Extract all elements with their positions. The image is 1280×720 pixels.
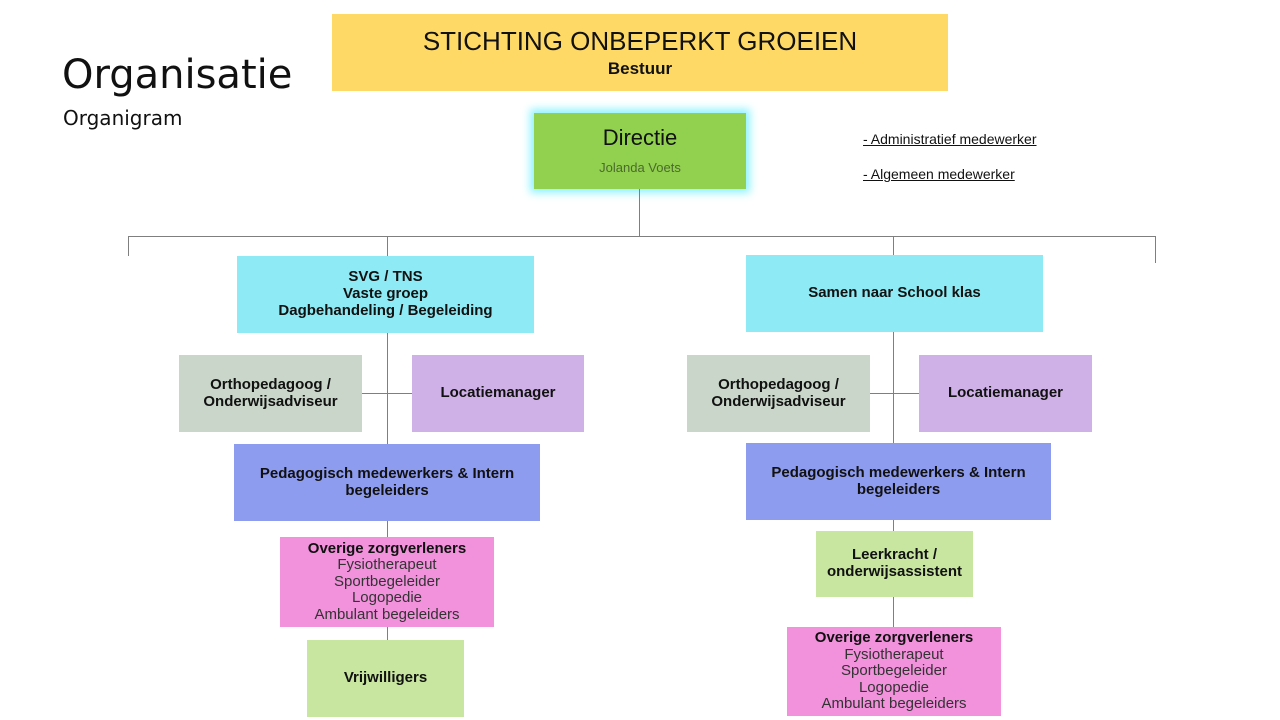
left-locatie-label: Locatiemanager	[440, 384, 556, 402]
left-overige-item: Fysiotherapeut	[337, 556, 437, 574]
connector-left-cross	[362, 393, 412, 394]
right-overige-item: Fysiotherapeut	[844, 645, 944, 663]
left-ortho-box: Orthopedagoog / Onderwijsadviseur	[179, 355, 362, 432]
left-overige-box: Overige zorgverleners Fysiotherapeut Spo…	[280, 537, 494, 627]
connector-directie-down	[639, 189, 640, 236]
right-leerkracht-box: Leerkracht / onderwijsassistent	[816, 531, 973, 597]
right-locatie-box: Locatiemanager	[919, 355, 1092, 432]
right-overige-item: Ambulant begeleiders	[821, 695, 967, 713]
left-unit-line-2: Vaste groep	[342, 285, 429, 303]
directie-box: Directie Jolanda Voets	[534, 113, 746, 189]
staff-item-algemeen: - Algemeen medewerker	[863, 166, 1015, 182]
connector-right-trunk	[893, 236, 894, 628]
directie-person: Jolanda Voets	[599, 160, 681, 176]
board-box: STICHTING ONBEPERKT GROEIEN Bestuur	[332, 14, 948, 91]
connector-right-cross	[870, 393, 919, 394]
right-unit-box: Samen naar School klas	[746, 255, 1043, 332]
right-pedagogisch-box: Pedagogisch medewerkers & Intern begelei…	[746, 443, 1051, 520]
board-name: STICHTING ONBEPERKT GROEIEN	[422, 26, 858, 57]
left-overige-title: Overige zorgverleners	[307, 539, 467, 557]
connector-horizontal-main	[128, 236, 1156, 237]
right-ortho-label: Orthopedagoog / Onderwijsadviseur	[711, 375, 846, 410]
page-title: Organisatie	[62, 52, 293, 98]
right-overige-item: Logopedie	[858, 678, 930, 696]
connector-left-trunk	[387, 236, 388, 640]
left-vrijwilligers-box: Vrijwilligers	[307, 640, 464, 717]
left-unit-line-1: SVG / TNS	[348, 268, 423, 286]
staff-item-administratief: - Administratief medewerker	[863, 131, 1037, 147]
left-pedagogisch-box: Pedagogisch medewerkers & Intern begelei…	[234, 444, 540, 521]
left-ortho-label: Orthopedagoog / Onderwijsadviseur	[203, 375, 338, 410]
left-overige-item: Logopedie	[351, 589, 423, 607]
board-label: Bestuur	[607, 58, 673, 78]
page-subtitle: Organigram	[63, 106, 183, 130]
directie-title: Directie	[602, 125, 678, 151]
right-unit-label: Samen naar School klas	[808, 284, 981, 302]
right-overige-box: Overige zorgverleners Fysiotherapeut Spo…	[787, 627, 1001, 716]
connector-left-end	[128, 236, 129, 256]
left-unit-line-3: Dagbehandeling / Begeleiding	[278, 301, 493, 319]
right-locatie-label: Locatiemanager	[947, 384, 1064, 402]
left-vrijwilligers-label: Vrijwilligers	[343, 669, 428, 687]
right-leerkracht-label: Leerkracht / onderwijsassistent	[826, 546, 963, 580]
right-overige-title: Overige zorgverleners	[814, 629, 974, 647]
right-ortho-box: Orthopedagoog / Onderwijsadviseur	[687, 355, 870, 432]
connector-right-end	[1155, 236, 1156, 263]
left-pedagogisch-label: Pedagogisch medewerkers & Intern begelei…	[259, 464, 515, 499]
left-locatie-box: Locatiemanager	[412, 355, 584, 432]
left-unit-box: SVG / TNS Vaste groep Dagbehandeling / B…	[237, 256, 534, 333]
left-overige-item: Ambulant begeleiders	[314, 605, 460, 623]
right-overige-item: Sportbegeleider	[841, 662, 947, 680]
right-pedagogisch-label: Pedagogisch medewerkers & Intern begelei…	[771, 463, 1026, 498]
left-overige-item: Sportbegeleider	[334, 572, 440, 590]
